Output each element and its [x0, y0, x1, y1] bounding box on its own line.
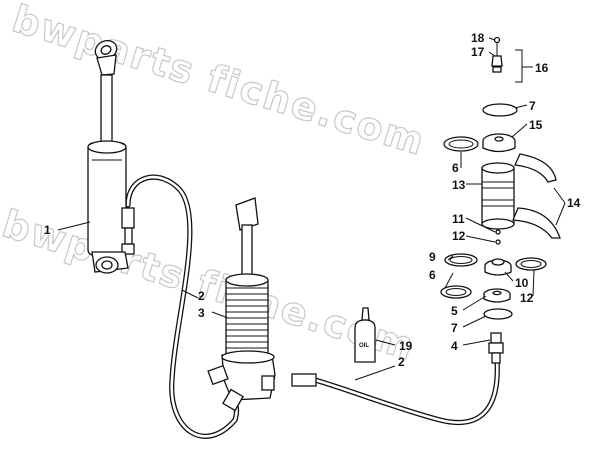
- washer-5: [483, 288, 511, 303]
- o-ring-6-lower: [440, 285, 472, 299]
- callout-16: 16: [535, 61, 549, 75]
- ball-11: [495, 229, 501, 235]
- label-14-upper: [514, 153, 557, 183]
- callout-2-upper: 2: [198, 289, 205, 303]
- callout-5: 5: [451, 304, 458, 318]
- hose-fitting-center: [291, 373, 317, 387]
- o-ring-12-right: [515, 257, 547, 271]
- callout-15: 15: [529, 118, 543, 132]
- callout-12-left: 12: [452, 229, 466, 243]
- callout-9: 9: [429, 250, 436, 264]
- callout-7-lower: 7: [451, 321, 458, 335]
- callout-6-top: 6: [452, 161, 459, 175]
- callout-19: 19: [399, 339, 413, 353]
- callout-13: 13: [452, 178, 466, 192]
- snap-ring-7-lower: [483, 308, 513, 320]
- cylinder-13: [481, 162, 515, 230]
- o-ring-6-top: [443, 136, 479, 152]
- hose-lower: [312, 357, 500, 426]
- leader-lines: [57, 37, 566, 381]
- callout-7-top: 7: [529, 99, 536, 113]
- cap-15: [482, 133, 516, 153]
- snap-ring-7-top: [482, 103, 518, 117]
- callout-17: 17: [471, 45, 485, 59]
- coil-lines: [226, 287, 268, 349]
- label-14-lower: [512, 207, 561, 239]
- callout-6-lower: 6: [429, 268, 436, 282]
- watermark-text: bwparts fiche.com: [7, 0, 431, 164]
- piston-10: [484, 258, 512, 276]
- o-ring-9: [444, 253, 478, 267]
- pin-18: [491, 36, 503, 73]
- oil-bottle-19: OIL: [354, 307, 376, 363]
- callout-1: 1: [44, 223, 51, 237]
- callout-18: 18: [471, 31, 485, 45]
- callout-3: 3: [198, 306, 205, 320]
- hose-upper: [125, 174, 240, 439]
- callout-10: 10: [515, 276, 529, 290]
- callout-11: 11: [452, 212, 465, 226]
- oil-label: OIL: [359, 343, 369, 349]
- shock-absorber-3: [207, 197, 276, 412]
- bracket-16: [515, 49, 523, 83]
- callouts: 1 2 3 19 2 18 17 16 7 15 6 13 14 11 12 9…: [44, 31, 581, 369]
- part-4-fitting: [488, 332, 504, 364]
- ball-12: [495, 239, 501, 245]
- callout-12-right: 12: [520, 291, 534, 305]
- callout-4: 4: [451, 339, 458, 353]
- callout-2-lower: 2: [398, 355, 405, 369]
- shock-absorber-1: [87, 39, 135, 274]
- callout-14: 14: [567, 196, 581, 210]
